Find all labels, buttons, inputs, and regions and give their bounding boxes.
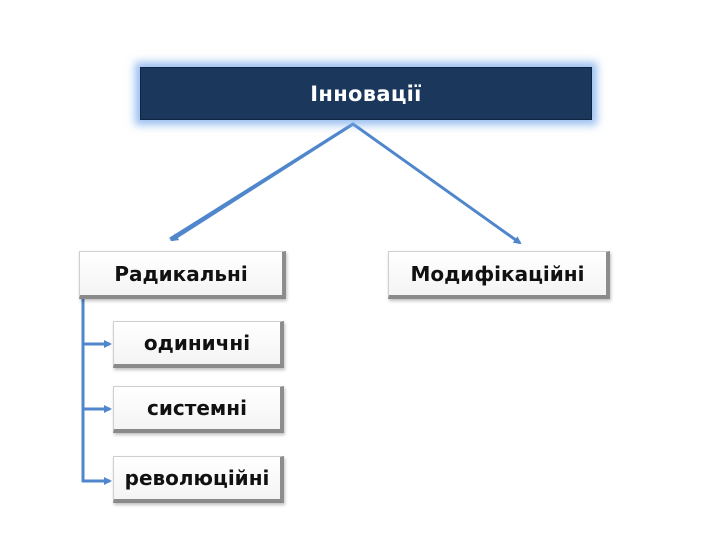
root-node-label: Інновації [310,81,422,106]
node-modification: Модифікаційні [388,251,610,299]
node-revolutionary: революційні [113,456,284,503]
node-single: одиничні [113,321,284,368]
node-systemic-label: системні [147,396,247,420]
arrow-to-modification [169,122,522,245]
node-radical: Радикальні [79,251,286,299]
node-revolutionary-label: революційні [124,466,270,490]
node-single-label: одиничні [143,331,251,355]
node-radical-label: Радикальні [114,261,248,286]
root-node-innovations: Інновації [140,67,592,120]
node-systemic: системні [113,386,284,433]
node-modification-label: Модифікаційні [410,261,585,286]
arrow-to-radical [170,122,354,242]
